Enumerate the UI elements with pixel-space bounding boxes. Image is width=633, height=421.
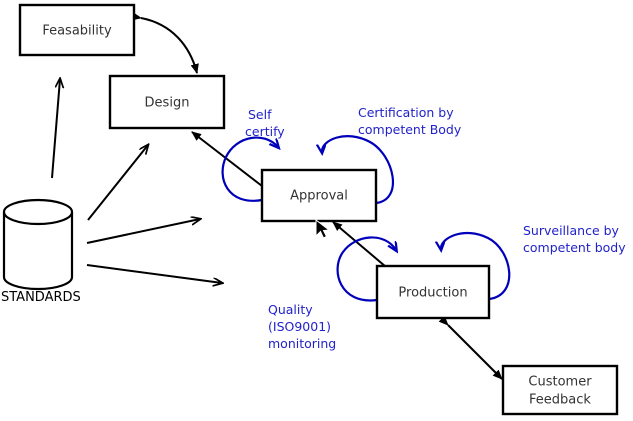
edge-production-to-approval: [332, 221, 393, 273]
annotation-certification-by-competent-body: Certification by competent Body: [358, 105, 462, 137]
annotation-quality-line2: (ISO9001): [268, 319, 331, 334]
annotation-quality-iso9001-monitoring: Quality (ISO9001) monitoring: [268, 302, 336, 351]
node-customer-feedback-label-line2: Feedback: [529, 393, 591, 408]
edge-feasability-to-design: [131, 12, 199, 74]
edge-standards-to-design: [87, 145, 148, 221]
annotation-quality-line1: Quality: [268, 302, 313, 317]
node-standards-label: STANDARDS: [1, 290, 81, 305]
edge-standards-to-feasability: [51, 79, 60, 179]
node-feasability[interactable]: Feasability: [18, 3, 136, 57]
edge-standards-to-approval: [86, 219, 200, 244]
node-design-label: Design: [145, 96, 190, 111]
self-loop-approval-certification: [322, 135, 394, 205]
mouse-cursor-icon: [315, 218, 331, 239]
node-production[interactable]: Production: [375, 264, 491, 320]
node-production-label: Production: [398, 286, 467, 301]
self-loop-production-quality: [336, 236, 396, 302]
annotation-self-certify: Self certify: [245, 107, 285, 139]
self-loop-production-surveillance: [441, 231, 511, 301]
edge-standards-to-production: [86, 264, 222, 283]
annotation-surveillance-line2: competent body: [523, 240, 626, 255]
node-design[interactable]: Design: [108, 74, 226, 130]
node-customer-feedback-label-line1: Customer: [528, 375, 592, 390]
annotation-surveillance-by-competent-body: Surveillance by competent body: [523, 223, 626, 255]
node-customer-feedback[interactable]: Customer Feedback: [501, 364, 619, 416]
edge-production-to-customer-feedback: [438, 315, 503, 380]
annotation-certification-line2: competent Body: [358, 122, 462, 137]
node-approval[interactable]: Approval: [260, 168, 378, 223]
node-feasability-label: Feasability: [42, 24, 112, 39]
annotation-self-certify-line1: Self: [248, 107, 272, 122]
node-standards-datastore[interactable]: STANDARDS: [1, 198, 81, 305]
edge-approval-to-design: [191, 131, 263, 187]
annotation-self-certify-line2: certify: [245, 124, 285, 139]
annotation-surveillance-line1: Surveillance by: [523, 223, 620, 238]
node-approval-label: Approval: [290, 189, 348, 204]
annotation-quality-line3: monitoring: [268, 336, 336, 351]
annotation-certification-line1: Certification by: [358, 105, 454, 120]
self-loop-approval-self-certify: [221, 136, 278, 202]
